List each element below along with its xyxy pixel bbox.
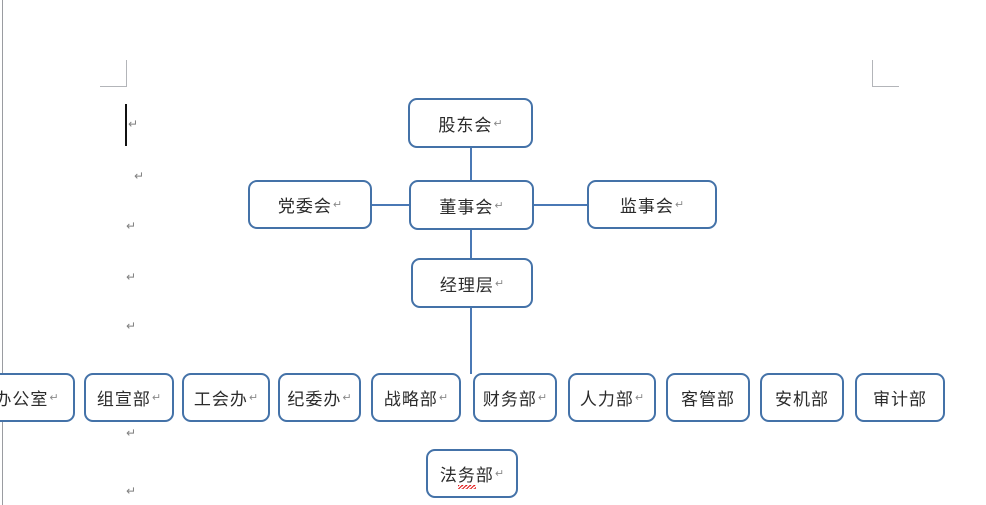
org-node-n5[interactable]: 经理层↵: [411, 258, 533, 308]
org-node-d7[interactable]: 人力部↵: [568, 373, 656, 422]
org-node-n2[interactable]: 党委会↵: [248, 180, 372, 229]
connector-line: [534, 204, 587, 206]
org-node-n4[interactable]: 监事会↵: [587, 180, 717, 229]
paragraph-mark: ↵: [126, 426, 137, 440]
paragraph-mark: ↵: [126, 219, 137, 233]
org-node-label: 审计部: [873, 390, 927, 410]
org-node-label: 战略部: [383, 390, 438, 410]
org-node-label: 客管部: [681, 390, 735, 410]
page-left-edge: [2, 0, 3, 505]
connector-line: [470, 230, 472, 258]
org-node-d3[interactable]: 工会办↵: [182, 373, 270, 422]
spellcheck-underline: [457, 485, 476, 489]
org-node-label: 经理层: [439, 275, 494, 296]
org-node-label: 财务部: [482, 390, 537, 410]
paragraph-mark: ↵: [128, 117, 139, 131]
paragraph-mark: ↵: [634, 391, 645, 404]
org-node-d1[interactable]: 办公室↵: [0, 373, 75, 422]
org-node-d10[interactable]: 审计部: [855, 373, 945, 422]
org-node-label: 组宣部: [96, 390, 151, 410]
paragraph-mark: ↵: [49, 391, 59, 404]
paragraph-mark: ↵: [332, 198, 343, 211]
paragraph-mark: ↵: [126, 270, 137, 284]
org-node-d4[interactable]: 纪委办↵: [278, 373, 361, 422]
org-node-label: 人力部: [579, 390, 634, 410]
org-node-d8[interactable]: 客管部: [666, 373, 750, 422]
org-node-label: 监事会: [619, 197, 674, 217]
paragraph-mark: ↵: [494, 276, 505, 290]
margin-corner-top-left-icon: [100, 60, 127, 87]
paragraph-mark: ↵: [494, 198, 504, 212]
text-caret: [125, 104, 127, 146]
paragraph-mark: ↵: [248, 391, 259, 404]
org-node-label: 法务部: [440, 461, 494, 489]
paragraph-mark: ↵: [134, 169, 145, 183]
org-node-label: 工会办: [193, 390, 248, 410]
paragraph-mark: ↵: [126, 484, 137, 498]
paragraph-mark: ↵: [493, 116, 503, 130]
org-node-d5[interactable]: 战略部↵: [371, 373, 461, 422]
org-node-label: 纪委办: [287, 390, 342, 410]
connector-line: [371, 204, 409, 206]
org-node-label: 董事会: [439, 197, 494, 218]
connector-line: [470, 308, 472, 374]
org-node-label: 安机部: [775, 390, 829, 410]
org-node-d6[interactable]: 财务部↵: [473, 373, 557, 422]
paragraph-mark: ↵: [438, 391, 449, 404]
org-node-d11[interactable]: 法务部↵: [426, 449, 518, 498]
paragraph-mark: ↵: [126, 319, 137, 333]
org-node-d2[interactable]: 组宣部↵: [84, 373, 174, 422]
margin-corner-top-right-icon: [872, 60, 899, 87]
org-node-n1[interactable]: 股东会↵: [408, 98, 533, 148]
paragraph-mark: ↵: [151, 391, 162, 404]
org-node-label: 股东会: [438, 115, 493, 136]
paragraph-mark: ↵: [342, 391, 352, 404]
paragraph-mark: ↵: [674, 198, 685, 211]
org-node-d9[interactable]: 安机部: [760, 373, 844, 422]
connector-line: [470, 148, 472, 180]
org-node-label: 党委会: [277, 197, 332, 217]
org-node-label: 办公室: [0, 390, 49, 410]
paragraph-mark: ↵: [494, 467, 505, 480]
paragraph-mark: ↵: [537, 391, 548, 404]
org-node-n3[interactable]: 董事会↵: [409, 180, 534, 230]
